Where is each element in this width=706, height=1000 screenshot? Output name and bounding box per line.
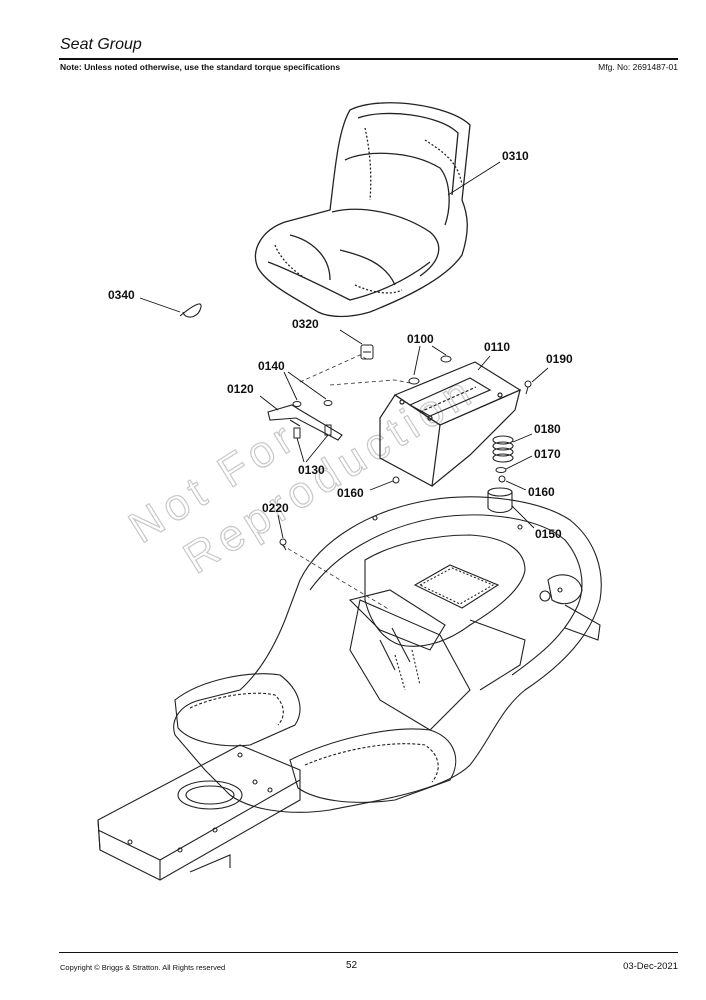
washers-0100[interactable] (408, 355, 452, 385)
callout-0220: 0220 (262, 501, 289, 515)
spring-0180[interactable] (492, 435, 514, 463)
page-title: Seat Group (60, 36, 142, 53)
frame-fender-deck (97, 496, 602, 881)
seat-switch[interactable] (360, 344, 374, 360)
callout-0320: 0320 (292, 317, 319, 331)
callout-0170: 0170 (534, 447, 561, 461)
callout-0160-right: 0160 (528, 485, 555, 499)
seat[interactable] (254, 102, 471, 318)
callout-0140: 0140 (258, 359, 285, 373)
callout-0150: 0150 (535, 527, 562, 541)
header-rule (59, 58, 678, 60)
screw-0190[interactable] (524, 380, 532, 395)
callout-0180: 0180 (534, 422, 561, 436)
callout-0160-left: 0160 (337, 486, 364, 500)
seat-pan-bracket[interactable] (379, 361, 522, 487)
copyright: Copyright © Briggs & Stratton. All Right… (60, 963, 226, 972)
bumper-0150[interactable] (487, 487, 513, 514)
callout-0110: 0110 (484, 340, 510, 354)
washers-0140[interactable] (292, 400, 333, 407)
torque-note: Note: Unless noted otherwise, use the st… (60, 62, 341, 72)
nuts-0160[interactable] (392, 475, 506, 484)
publish-date: 03-Dec-2021 (623, 961, 678, 972)
callout-0100: 0100 (407, 332, 434, 346)
callout-0190: 0190 (546, 352, 573, 366)
callout-0120: 0120 (227, 382, 254, 396)
mfg-number: Mfg. No: 2691487-01 (598, 62, 678, 72)
bolt-0220[interactable] (279, 538, 287, 551)
footer-rule (59, 952, 678, 953)
page-number: 52 (346, 960, 358, 971)
callout-0340: 0340 (108, 288, 135, 302)
wire-tie[interactable] (179, 303, 202, 318)
callout-0130: 0130 (298, 463, 325, 477)
washer-0170[interactable] (495, 467, 507, 473)
callout-0310: 0310 (502, 149, 529, 163)
